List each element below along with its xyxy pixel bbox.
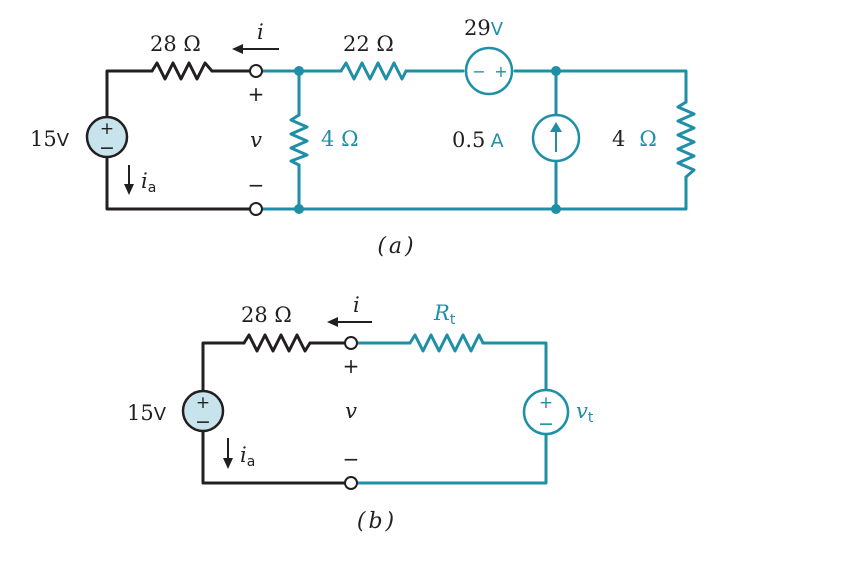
source-b-minus: − [195,411,211,433]
caption-a: (a) [377,234,416,259]
wire-a-left-top [105,69,252,211]
resistor-a-28-label: 28 Ω [150,32,201,56]
port-a-minus: − [248,173,265,197]
node-a-1 [294,66,304,76]
voltage-source-b-15v: + − [181,389,225,433]
terminal-a-top [249,64,263,78]
voltage-source-a-15v: + − [85,115,129,159]
resistor-a-22 [339,61,408,81]
resistor-b-rt [408,333,485,353]
resistor-b-rt-label: Rt [433,301,456,328]
port-b-minus: − [343,447,360,471]
source-a-value: 15V [30,127,70,151]
node-a-2 [551,66,561,76]
resistor-a-22-label: 22 Ω [343,32,394,56]
source-b-plus: + [196,393,210,413]
port-b-plus: + [343,354,360,378]
current-source-a-label: 0.5 A [452,128,504,152]
terminal-a-bottom [249,202,263,216]
current-i-b-label: i [353,293,360,317]
resistor-b-28-label: 28 Ω [241,303,292,327]
terminal-b-top [344,336,358,350]
source-vt-label: vt [576,399,594,426]
current-i-b-arrow [327,317,372,327]
node-a-3 [294,204,304,214]
circuit-a: + − 15V ia 28 Ω i + v − 22 Ω − + 29V [30,16,696,259]
node-a-4 [551,204,561,214]
current-i-a-arrow [232,44,279,54]
current-ia-a-label: ia [141,169,156,196]
voltage-source-a-29v: − + [464,46,514,96]
resistor-a-4-shunt [289,113,309,167]
source-vt-plus: + [539,393,553,413]
current-i-a-label: i [257,20,264,44]
current-ia-b-label: ia [240,443,255,470]
circuit-b: + − 15V ia 28 Ω i + v − Rt + − vt [127,293,594,534]
port-a-v: v [250,128,262,152]
current-source-a [531,113,581,163]
port-a-plus: + [248,82,265,106]
source-b-value: 15V [127,401,167,425]
wire-b-right [355,341,548,485]
source-vt-minus: − [538,413,554,435]
source-a29-plus: + [494,62,507,81]
resistor-a-4-shunt-label: 4 Ω [321,127,358,151]
port-b-v: v [345,399,357,423]
resistor-a-28 [150,61,214,81]
source-a29-value: 29V [464,16,504,40]
source-a29-minus: − [472,62,485,81]
source-a-plus: + [100,119,114,139]
terminal-b-bottom [344,476,358,490]
current-ia-b-arrow [223,438,233,469]
wire-b-left [201,341,347,485]
resistor-b-28 [242,333,312,353]
current-ia-a-arrow [124,165,134,195]
resistor-a-4-right [676,100,696,179]
caption-b: (b) [357,509,397,534]
voltage-source-b-vt: + − [522,388,570,436]
source-a-minus: − [99,137,115,159]
